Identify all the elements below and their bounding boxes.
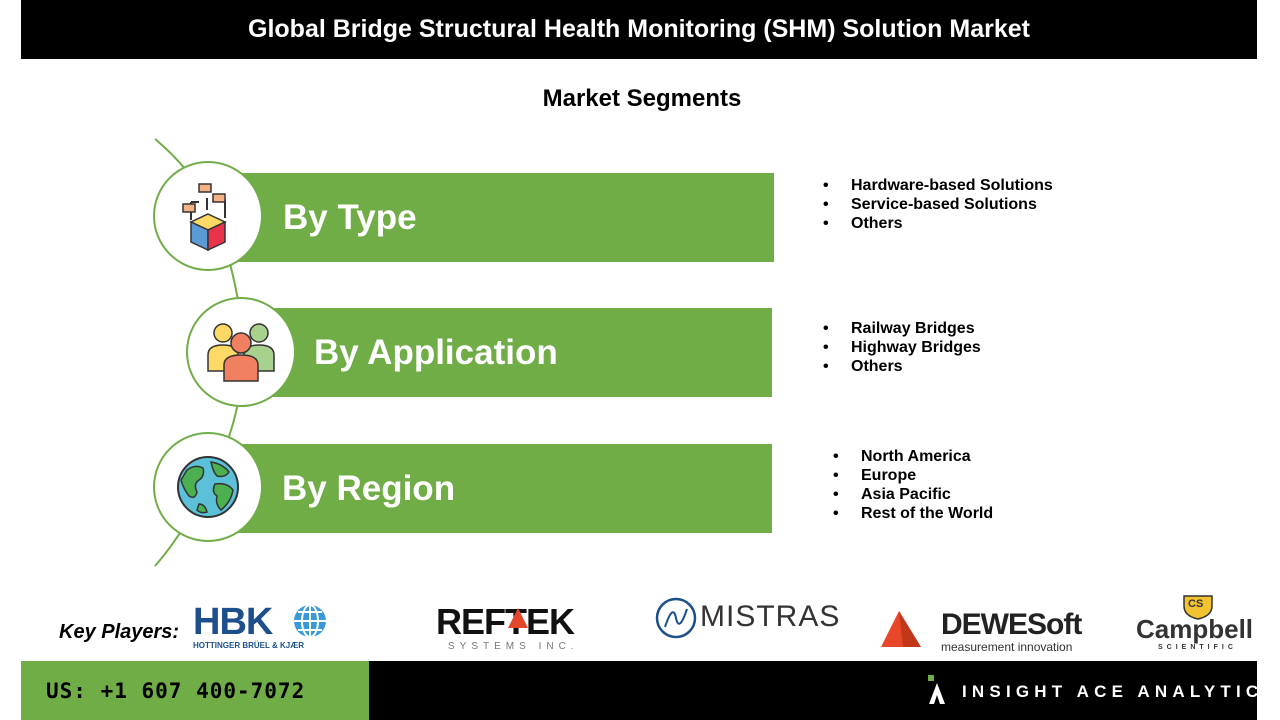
segment-items-application: Railway Bridges Highway Bridges Others [823, 319, 981, 376]
campbell-logo: CS Campbell SCIENTIFIC [1136, 592, 1266, 654]
modular-box-icon [182, 183, 227, 252]
triangle-icon [508, 608, 528, 628]
logo-name: HBK [193, 601, 273, 643]
triangle-icon [881, 611, 921, 647]
globe-icon [294, 604, 326, 638]
segment-label: By Type [283, 197, 417, 237]
key-players-label: Key Players: [59, 621, 180, 643]
segment-items-region: North America Europe Asia Pacific Rest o… [833, 447, 993, 523]
logo-name: DEWESoft [941, 608, 1082, 641]
logo-name: MISTRAS [700, 600, 841, 633]
logo-subtitle: SCIENTIFIC [1158, 644, 1237, 651]
segment-bar-type: By Type [210, 173, 774, 262]
logo-subtitle: HOTTINGER BRÜEL & KJÆR [193, 641, 304, 650]
list-item: Highway Bridges [823, 338, 981, 357]
segment-label: By Application [314, 332, 558, 372]
mistras-logo: MISTRAS [655, 597, 840, 641]
logo-name: REFTEK [436, 601, 575, 642]
list-item: Railway Bridges [823, 319, 981, 338]
contact-phone: US: +1 607 400-7072 [21, 661, 369, 720]
list-item: North America [833, 447, 993, 466]
footer-brand-bar [369, 661, 1257, 720]
list-item: Hardware-based Solutions [823, 176, 1053, 195]
section-subtitle: Market Segments [542, 85, 742, 112]
dewesoft-logo: DEWESoft measurement innovation [879, 605, 1094, 655]
user-group-icon [207, 323, 275, 382]
list-item: Others [823, 357, 981, 376]
segment-bar-region: By Region [210, 444, 772, 533]
segment-circle-application [186, 297, 296, 407]
segment-label: By Region [282, 468, 456, 508]
segment-bar-application: By Application [242, 308, 772, 397]
page-title-bar: Global Bridge Structural Health Monitori… [21, 0, 1257, 59]
segment-circle-region [153, 432, 263, 542]
logo-badge: CS [1188, 598, 1204, 610]
segment-items-type: Hardware-based Solutions Service-based S… [823, 176, 1053, 233]
logo-subtitle: measurement innovation [941, 640, 1073, 654]
logo-name: Campbell [1136, 614, 1254, 644]
logo-subtitle: SYSTEMS INC. [448, 641, 579, 652]
list-item: Asia Pacific [833, 485, 993, 504]
list-item: Europe [833, 466, 993, 485]
phone-text: US: +1 607 400-7072 [46, 678, 306, 703]
crosshair-icon [655, 597, 697, 639]
list-item: Rest of the World [833, 504, 993, 523]
brand-logo-icon [928, 675, 945, 704]
shield-icon [1183, 595, 1213, 620]
list-item: Others [823, 214, 1053, 233]
brand-name: INSIGHT ACE ANALYTIC [962, 682, 1264, 701]
segment-circle-type [153, 161, 263, 271]
hbk-logo: HBK HOTTINGER BRÜEL & KJÆR [193, 601, 333, 653]
reftek-logo: REFTEK SYSTEMS INC. [436, 601, 596, 653]
page-title: Global Bridge Structural Health Monitori… [248, 15, 1030, 43]
list-item: Service-based Solutions [823, 195, 1053, 214]
globe-icon [177, 456, 239, 518]
